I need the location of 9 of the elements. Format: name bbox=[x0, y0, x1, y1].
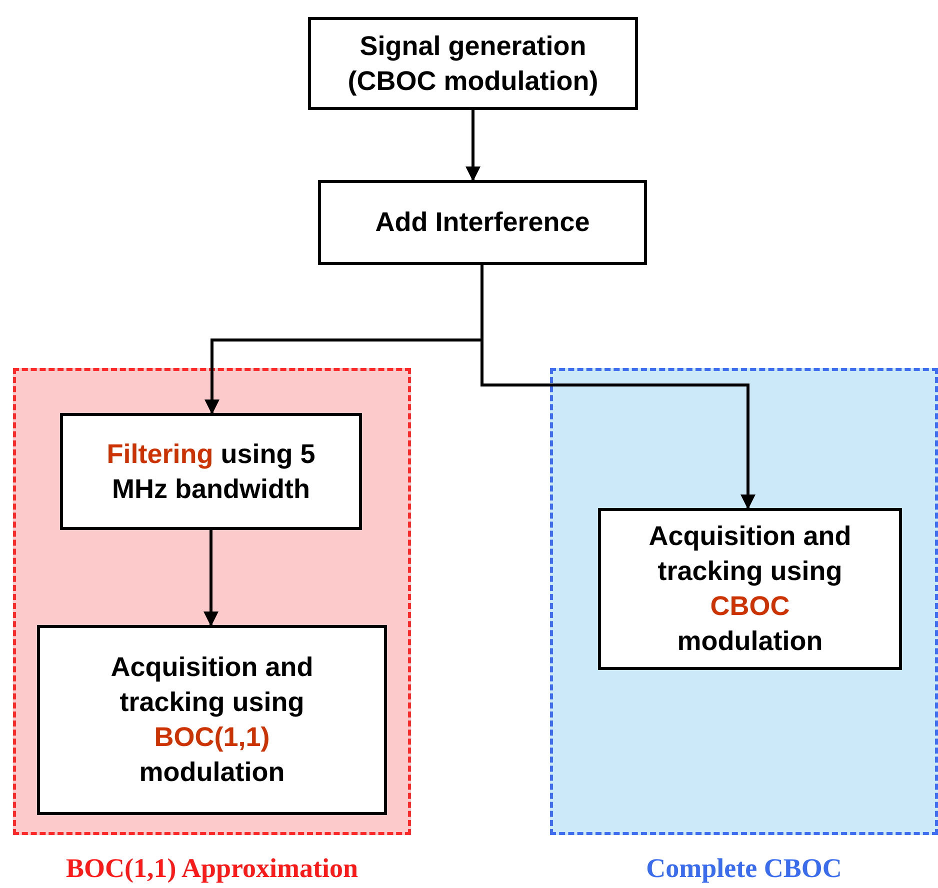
panel-heading: BOC(1,1) Approximation bbox=[64, 853, 360, 884]
process-box: Add Interference bbox=[318, 180, 647, 265]
process-box: Signal generation (CBOC modulation) bbox=[308, 17, 638, 110]
arrow bbox=[204, 530, 218, 626]
process-box: Acquisition and tracking using BOC(1,1) modulation bbox=[37, 625, 387, 815]
process-box: Filtering using 5 MHz bandwidth bbox=[60, 413, 362, 530]
process-box: Acquisition and tracking using CBOC modulation bbox=[598, 508, 902, 670]
arrow bbox=[466, 110, 480, 182]
panel-heading: Complete CBOC bbox=[645, 853, 843, 884]
